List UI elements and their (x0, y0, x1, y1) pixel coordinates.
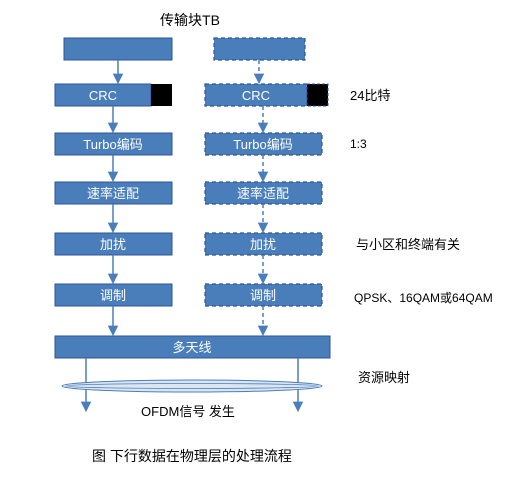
ofdm-label: OFDM信号 发生 (141, 404, 235, 419)
right-tb-box (213, 37, 306, 61)
left-scramble-label: 加扰 (100, 237, 126, 252)
left-rate-label: 速率适配 (87, 186, 139, 201)
right-crc-label: CRC (242, 88, 270, 103)
left-crc-label: CRC (89, 88, 117, 103)
right-crc-bits (306, 83, 329, 107)
note-resource-mapping: 资源映射 (358, 370, 410, 385)
left-modulation-label: 调制 (100, 288, 126, 303)
right-modulation-label: 调制 (250, 288, 276, 303)
right-rate-label: 速率适配 (237, 186, 289, 201)
left-crc-bits (151, 84, 172, 106)
figure-caption: 图 下行数据在物理层的处理流程 (92, 448, 292, 464)
right-scramble-label: 加扰 (250, 237, 276, 252)
left-turbo-label: Turbo编码 (83, 137, 142, 152)
note-scrambling: 与小区和终端有关 (356, 237, 460, 252)
multi-antenna-label: 多天线 (172, 340, 211, 355)
tb-title: 传输块TB (160, 12, 220, 28)
left-tb-box (63, 37, 173, 61)
note-coding-rate: 1:3 (350, 137, 367, 151)
note-crc-bits: 24比特 (350, 88, 390, 103)
multi-antenna-box (54, 335, 331, 359)
right-turbo-label: Turbo编码 (233, 137, 292, 152)
right-chain: CRC Turbo编码 速率适配 加扰 调制 (204, 37, 329, 337)
note-modulation: QPSK、16QAM或64QAM (354, 291, 493, 305)
resource-mapping-ellipse (61, 379, 323, 393)
left-chain: CRC Turbo编码 速率适配 加扰 调制 (54, 37, 173, 337)
